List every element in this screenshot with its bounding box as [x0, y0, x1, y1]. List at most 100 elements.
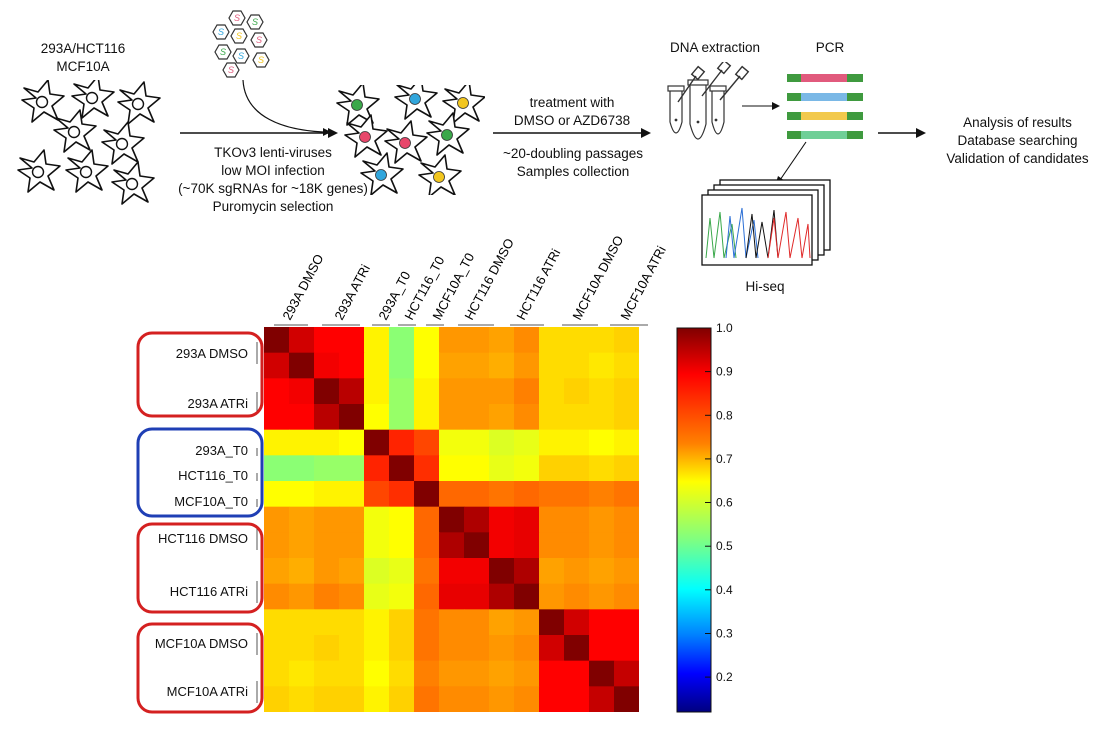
pcr-band [787, 131, 801, 139]
heatmap-cell [314, 660, 340, 687]
column-label: MCF10A DMSO [569, 233, 626, 322]
heatmap-cell [514, 686, 540, 712]
heatmap-cell [564, 532, 590, 559]
heatmap-cell [314, 378, 340, 405]
heatmap-cell [439, 558, 465, 585]
heatmap-cell [264, 378, 290, 405]
heatmap-cell [339, 404, 365, 431]
heatmap-cell [364, 558, 390, 585]
heatmap-cell [464, 583, 490, 610]
heatmap-cell [464, 429, 490, 456]
heatmap-cell [514, 635, 540, 662]
heatmap-cell [464, 481, 490, 508]
cell-line-1: 293A/HCT116 [40, 41, 126, 56]
heatmap-cell [539, 404, 565, 431]
virus-hexagon [228, 10, 246, 26]
heatmap-cell [614, 583, 639, 610]
colorbar-tick-label: 1.0 [716, 322, 733, 335]
heatmap-cell [439, 352, 465, 379]
heatmap-cell [489, 327, 515, 354]
pcr-band [801, 93, 847, 101]
sgrna-glyph: S [220, 47, 226, 57]
heatmap-cell [314, 635, 340, 662]
heatmap-cell [389, 609, 415, 636]
pcr-band [847, 112, 863, 120]
group-box-293a [136, 331, 264, 418]
heatmap-cell [514, 506, 540, 533]
heatmap-cell [314, 481, 340, 508]
virus-hexagon [212, 24, 230, 40]
pcr-band [847, 93, 863, 101]
heatmap-cell [539, 686, 565, 712]
heatmap-cell [389, 506, 415, 533]
heatmap-cell [414, 660, 440, 687]
heatmap-cell [489, 404, 515, 431]
heatmap-cell [414, 481, 440, 508]
heatmap-cell [364, 429, 390, 456]
analysis-description: Analysis of results Database searching V… [930, 114, 1105, 168]
heatmap-cell [439, 327, 465, 354]
heatmap-cell [339, 455, 365, 482]
heatmap-cell [389, 378, 415, 405]
heatmap-cell [589, 455, 615, 482]
heatmap-cell [439, 404, 465, 431]
arrow-infection [180, 128, 338, 138]
heatmap-cell [514, 532, 540, 559]
treatment-step: DMSO or AZD6738 [513, 113, 631, 128]
heatmap-cell [264, 635, 290, 662]
heatmap-cell [614, 609, 639, 636]
heatmap-cell [339, 660, 365, 687]
heatmap-cell [264, 506, 290, 533]
heatmap-cell [389, 481, 415, 508]
heatmap-cell [414, 327, 440, 354]
heatmap-cell [514, 558, 540, 585]
heatmap-cell [314, 429, 340, 456]
heatmap-cell [289, 455, 315, 482]
heatmap-cell [339, 378, 365, 405]
sgrna-glyph: S [258, 55, 264, 65]
heatmap-cell [539, 635, 565, 662]
sgrna-glyph: S [218, 27, 224, 37]
heatmap-cell [364, 455, 390, 482]
heatmap-cell [514, 583, 540, 610]
colorbar-tick-label: 0.6 [716, 496, 733, 510]
heatmap-cell [414, 686, 440, 712]
row-label-293a-atri: 293A ATRi [187, 396, 248, 411]
heatmap-cell [264, 660, 290, 687]
virus-hexagon [230, 28, 248, 44]
heatmap-cell [264, 327, 290, 354]
heatmap-cell [314, 532, 340, 559]
heatmap-cell [489, 532, 515, 559]
heatmap-cell [389, 455, 415, 482]
heatmap-cell [364, 352, 390, 379]
heatmap-cell [389, 429, 415, 456]
heatmap-cell [414, 352, 440, 379]
sgrna-glyph: S [252, 17, 258, 27]
heatmap-cell [414, 378, 440, 405]
virus-hexagon [250, 32, 268, 48]
heatmap-cell [339, 532, 365, 559]
heatmap-cell [464, 352, 490, 379]
arrow-to-analysis [878, 128, 926, 138]
heatmap-cell [289, 660, 315, 687]
infection-step: TKOv3 lenti-viruses [214, 145, 332, 160]
pcr-band [787, 74, 801, 82]
heatmap-cell [539, 583, 565, 610]
sgrna-glyph: S [228, 65, 234, 75]
heatmap-cell [489, 378, 515, 405]
colorbar-gradient [676, 327, 712, 713]
heatmap-cell [589, 686, 615, 712]
heatmap-cell [439, 609, 465, 636]
row-label-293a-dmso: 293A DMSO [175, 346, 248, 361]
heatmap-cell [614, 635, 639, 662]
cell-icon [65, 149, 109, 193]
analysis-step: Database searching [957, 133, 1078, 148]
heatmap-cell [514, 660, 540, 687]
heatmap-cell [464, 455, 490, 482]
heatmap-cell [539, 378, 565, 405]
infected-cell-icon [442, 85, 485, 124]
heatmap-cell [614, 481, 639, 508]
heatmap-cell [614, 455, 639, 482]
heatmap-cell [564, 506, 590, 533]
infection-step: (~70K sgRNAs for ~18K genes) [178, 181, 368, 196]
